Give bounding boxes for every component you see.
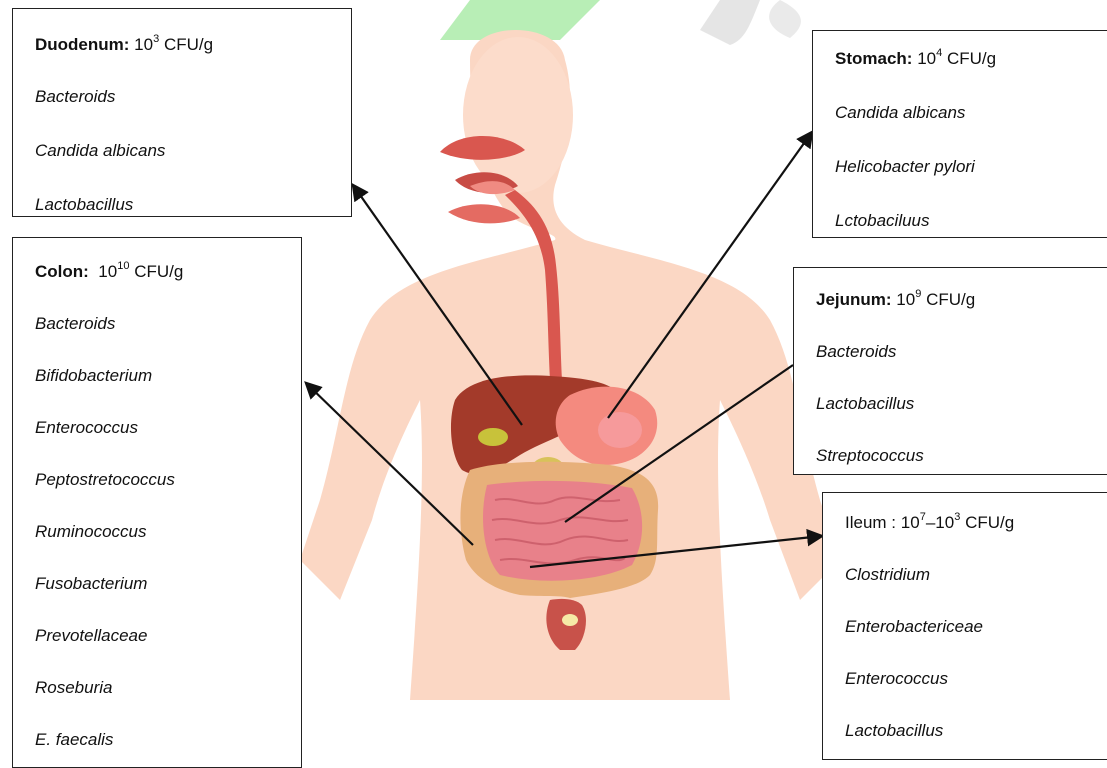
colon-heading: Colon: 1010 CFU/g [35, 262, 301, 282]
small-intestine [483, 481, 642, 581]
stomach-organism: Lctobaciluus [835, 211, 1107, 231]
ileum-organism: Lactobacillus [845, 721, 1107, 741]
ileum-count: 107–103 CFU/g [901, 513, 1014, 532]
ileum-organism: Enterobactericeae [845, 617, 1107, 637]
colon-organism: Ruminococcus [35, 522, 301, 542]
jejunum-box: Jejunum: 109 CFU/g Bacteroids Lactobacil… [793, 267, 1107, 475]
duodenum-heading: Duodenum: 103 CFU/g [35, 35, 351, 55]
ileum-box: Ileum : 107–103 CFU/g Clostridium Entero… [822, 492, 1107, 760]
duodenum-organism: Bacteroids [35, 87, 351, 107]
colon-label: Colon: [35, 262, 89, 281]
stomach-count: 104 CFU/g [917, 49, 996, 68]
ileum-organism: Clostridium [845, 565, 1107, 585]
jejunum-count: 109 CFU/g [896, 290, 975, 309]
colon-box: Colon: 1010 CFU/g Bacteroids Bifidobacte… [12, 237, 302, 768]
jejunum-organism: Bacteroids [816, 342, 1107, 362]
jejunum-label: Jejunum: [816, 290, 892, 309]
stomach-label: Stomach: [835, 49, 912, 68]
ileum-label: Ileum : [845, 513, 896, 532]
colon-organism: Bacteroids [35, 314, 301, 334]
colon-organism: Fusobacterium [35, 574, 301, 594]
duodenum-organism: Lactobacillus [35, 195, 351, 215]
ileum-heading: Ileum : 107–103 CFU/g [845, 513, 1107, 533]
ileum-organism: Enterococcus [845, 669, 1107, 689]
stomach-organism: Helicobacter pylori [835, 157, 1107, 177]
colon-organism: E. faecalis [35, 730, 301, 750]
jejunum-organism: Streptococcus [816, 446, 1107, 466]
gallbladder [478, 428, 508, 446]
duodenum-box: Duodenum: 103 CFU/g Bacteroids Candida a… [12, 8, 352, 217]
jejunum-organism: Lactobacillus [816, 394, 1107, 414]
duodenum-organism: Candida albicans [35, 141, 351, 161]
colon-organism: Roseburia [35, 678, 301, 698]
duodenum-count: 103 CFU/g [134, 35, 213, 54]
duodenum-label: Duodenum: [35, 35, 129, 54]
body-silhouette [300, 30, 840, 700]
colon-count: 1010 CFU/g [94, 262, 184, 281]
stomach-heading: Stomach: 104 CFU/g [835, 49, 1107, 69]
stomach-organism: Candida albicans [835, 103, 1107, 123]
jejunum-heading: Jejunum: 109 CFU/g [816, 290, 1107, 310]
colon-organism: Prevotellaceae [35, 626, 301, 646]
stomach-box: Stomach: 104 CFU/g Candida albicans Heli… [812, 30, 1107, 238]
colon-organism: Bifidobacterium [35, 366, 301, 386]
colon-organism: Enterococcus [35, 418, 301, 438]
colon-organism: Peptostretococcus [35, 470, 301, 490]
